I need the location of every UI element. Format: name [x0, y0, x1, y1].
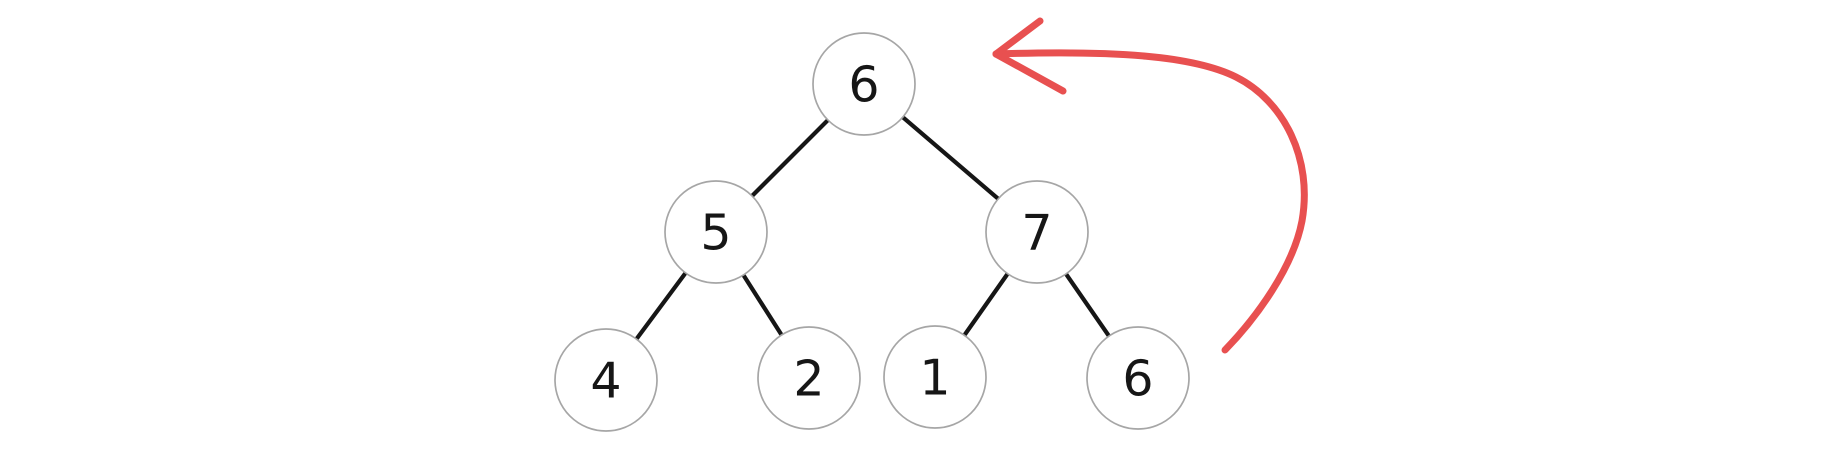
tree-node-LL: 4 — [554, 328, 658, 432]
tree-node-label: 1 — [919, 349, 950, 406]
tree-node-R: 7 — [985, 180, 1089, 284]
arrow-shaft — [992, 49, 1308, 354]
tree-node-RR: 6 — [1086, 326, 1190, 430]
tree-node-circle — [883, 325, 987, 429]
tree-node-label: 4 — [590, 352, 621, 409]
tree-node-LR: 2 — [757, 326, 861, 430]
tree-node-label: 5 — [700, 204, 731, 261]
tree-node-label: 6 — [1122, 350, 1153, 407]
tree-node-circle — [985, 180, 1089, 284]
tree-node-circle — [812, 32, 916, 136]
tree-nodes-layer: 6 5 7 4 2 1 6 — [554, 32, 1190, 432]
tree-node-L: 5 — [664, 180, 768, 284]
arrow-head-stroke-lower — [992, 50, 1067, 95]
tree-node-label: 2 — [793, 350, 824, 407]
tree-node-label: 6 — [848, 56, 879, 113]
tree-node-root: 6 — [812, 32, 916, 136]
tree-node-circle — [554, 328, 658, 432]
tree-node-circle — [757, 326, 861, 430]
tree-node-circle — [664, 180, 768, 284]
tree-node-label: 7 — [1021, 204, 1052, 261]
arrow-head-stroke-upper — [992, 17, 1044, 58]
tree-node-circle — [1086, 326, 1190, 430]
tree-node-RL: 1 — [883, 325, 987, 429]
annotation-arrow — [992, 17, 1308, 354]
